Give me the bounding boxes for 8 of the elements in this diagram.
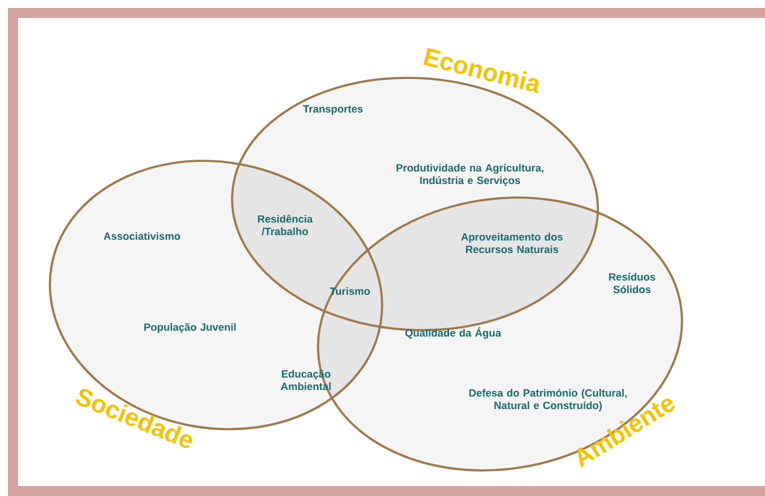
region-label: Transportes xyxy=(303,105,363,115)
region-label: Qualidade da Água xyxy=(405,327,502,339)
region-label: Associativismo xyxy=(104,232,180,240)
region-label: Aproveitamento dos Recursos Naturais xyxy=(461,232,563,254)
region-label: Residência /Trabalho xyxy=(258,214,313,236)
region-label: População Juvenil xyxy=(144,323,236,333)
region-label: Produtividade na Agricultura, Indústria e Serviços xyxy=(396,164,544,186)
region-label: Resíduos Sólidos xyxy=(609,272,656,294)
